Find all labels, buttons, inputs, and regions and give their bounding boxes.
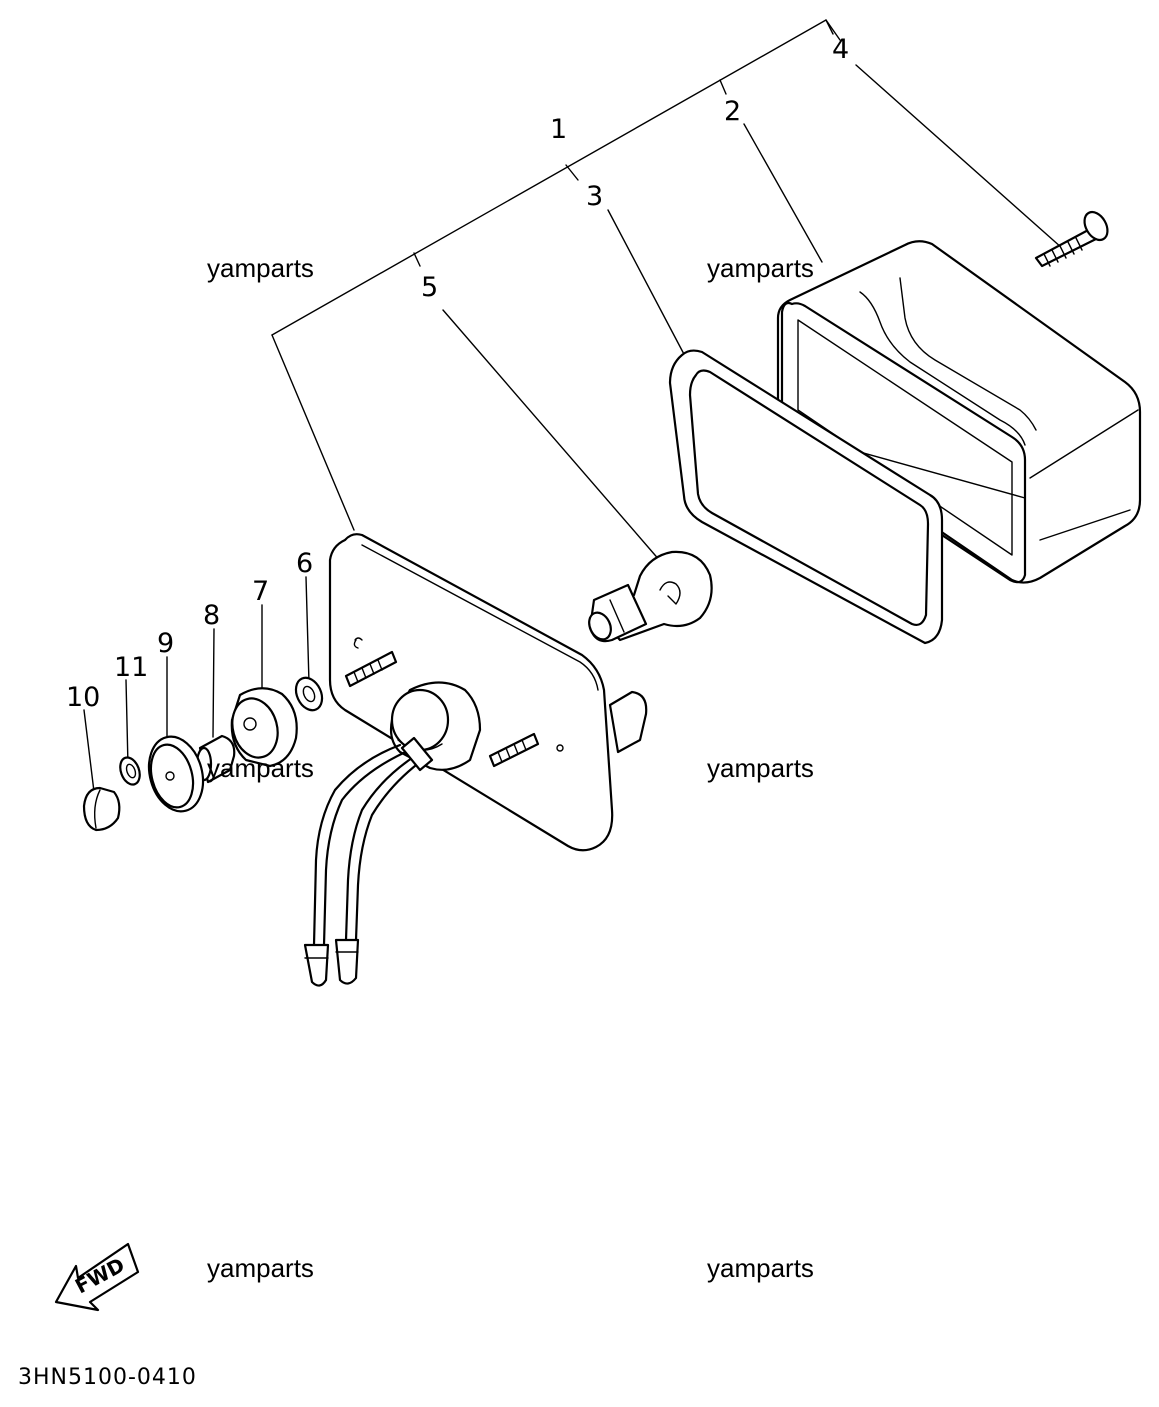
diagram-code: 3HN5100-0410 [18, 1365, 197, 1390]
part-7-grommet [226, 688, 297, 766]
part-5-bulb [585, 552, 712, 643]
callout-label: 3 [586, 181, 603, 212]
part-3-gasket [670, 351, 942, 643]
callout-label: 2 [724, 96, 741, 127]
part-2-lens-housing [778, 241, 1140, 582]
callout-label: 6 [296, 548, 313, 579]
callout-label: 1 [550, 114, 567, 145]
callout-label: 5 [421, 272, 438, 303]
part-9-plate-washer [141, 731, 211, 818]
watermark: yamparts [707, 253, 814, 283]
callout-label: 4 [832, 34, 849, 65]
watermark: yamparts [707, 753, 814, 783]
watermarks: yamparts yamparts yamparts yamparts yamp… [207, 253, 814, 1283]
part-10-cap-nut [84, 788, 119, 830]
watermark: yamparts [207, 253, 314, 283]
fwd-arrow-icon: FWD [56, 1244, 138, 1310]
callout-label: 7 [252, 576, 269, 607]
watermark: yamparts [707, 1253, 814, 1283]
callout-label: 10 [66, 682, 100, 713]
callout-label: 8 [203, 600, 220, 631]
watermark: yamparts [207, 753, 314, 783]
part-11-lock-washer [117, 755, 143, 787]
part-1-base-plate [305, 534, 646, 985]
callout-label: 11 [114, 652, 148, 683]
part-6-washer [291, 674, 327, 715]
leader-lines [84, 20, 1062, 800]
callout-label: 9 [157, 628, 174, 659]
part-4-screw [1036, 208, 1112, 266]
watermark: yamparts [207, 1253, 314, 1283]
callout-labels: 1 2 3 4 5 6 7 8 9 10 11 [66, 34, 849, 713]
